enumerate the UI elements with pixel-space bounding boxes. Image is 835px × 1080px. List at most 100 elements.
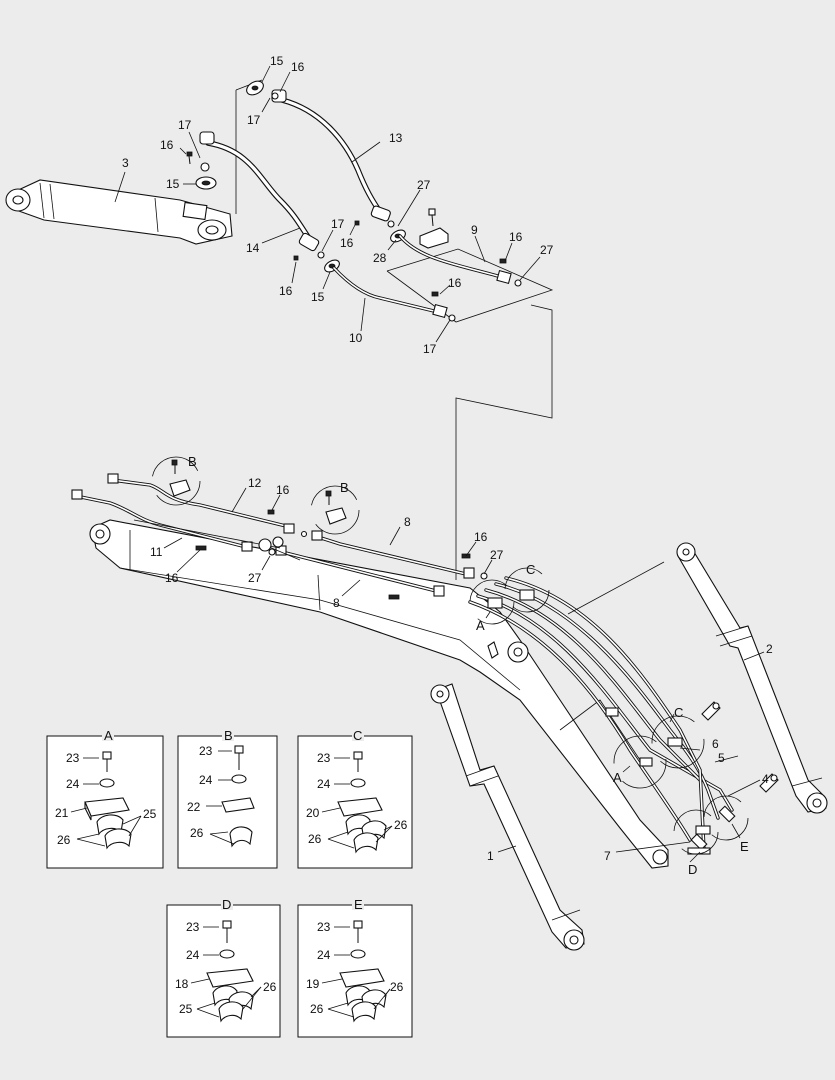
o-ring-17 (271, 92, 279, 100)
callout-10: 10 (349, 331, 363, 345)
clamp-b1 (169, 479, 191, 497)
callout-9: 9 (471, 223, 478, 237)
hose-14 (199, 131, 320, 252)
callout-16: 16 (279, 284, 293, 298)
detail-title: C (353, 728, 362, 743)
detail-title: B (224, 728, 233, 743)
ref-B: B (340, 480, 349, 495)
bolt-16 (186, 151, 507, 297)
detail-b-washer: 24 (199, 773, 213, 787)
callout-17: 17 (247, 113, 261, 127)
callout-13: 13 (389, 131, 403, 145)
detail-c-washer: 24 (317, 777, 331, 791)
callout-11: 11 (150, 545, 163, 559)
callout-15: 15 (270, 54, 284, 68)
flange-15-top (246, 80, 264, 96)
callout-6: 6 (712, 737, 719, 751)
callout-2: 2 (766, 642, 773, 656)
detail-d-halves-right: 26 (263, 980, 277, 994)
detail-circles (151, 456, 749, 855)
detail-a-clamp: 21 (55, 806, 69, 820)
callout-27: 27 (248, 571, 262, 585)
pipe-9 (398, 227, 512, 285)
ref-D: D (688, 862, 697, 877)
detail-b-halves-left: 26 (190, 826, 204, 840)
callout-15: 15 (166, 177, 180, 191)
detail-c-halves-left: 26 (308, 832, 322, 846)
clamp-b2 (325, 507, 347, 525)
detail-box-c: C 23 24 20 26 26 (297, 728, 413, 869)
detail-box-d: D 23 24 18 25 26 (166, 897, 281, 1038)
hose-13 (271, 89, 391, 222)
callout-16: 16 (474, 530, 488, 544)
o-ring-27-b (514, 279, 522, 287)
callout-5: 5 (718, 751, 725, 765)
boom-pipes-4-5-6-7 (468, 576, 736, 855)
assembly-frame-upper (386, 248, 554, 323)
callout-16: 16 (276, 483, 290, 497)
callout-7: 7 (604, 849, 611, 863)
detail-b-clamp: 22 (187, 800, 201, 814)
detail-e-halves-right: 26 (390, 980, 404, 994)
detail-e-screw: 23 (317, 920, 331, 934)
callout-3: 3 (122, 156, 129, 170)
detail-title: E (354, 897, 363, 912)
callout-8: 8 (333, 596, 340, 610)
detail-a-halves-left: 26 (57, 833, 71, 847)
callout-8: 8 (404, 515, 411, 529)
detail-box-e: E 23 24 19 26 26 (297, 897, 413, 1038)
o-ring-17-c (317, 251, 325, 259)
detail-c-halves-right: 26 (394, 818, 408, 832)
ref-A: A (613, 770, 622, 785)
detail-b-screw: 23 (199, 744, 213, 758)
flange-15-mid (195, 176, 217, 190)
callout-14: 14 (246, 241, 260, 255)
detail-d-washer: 24 (186, 948, 200, 962)
callout-1: 1 (487, 849, 494, 863)
callout-15: 15 (311, 290, 325, 304)
callout-16: 16 (340, 236, 354, 250)
boom-cylinder-3 (5, 179, 233, 245)
detail-title: D (222, 897, 231, 912)
pipe-10 (332, 266, 448, 319)
callout-17: 17 (178, 118, 192, 132)
ref-C: C (526, 562, 535, 577)
leaders-top (114, 65, 541, 343)
ref-B: B (188, 454, 197, 469)
callout-16: 16 (291, 60, 305, 74)
detail-e-clamp: 19 (306, 977, 320, 991)
callout-27: 27 (540, 243, 554, 257)
detail-e-washer: 24 (317, 948, 331, 962)
pipe-12 (107, 473, 292, 529)
ref-A: A (476, 618, 485, 633)
callout-16: 16 (160, 138, 174, 152)
detail-d-screw: 23 (186, 920, 200, 934)
detail-c-screw: 23 (317, 751, 331, 765)
detail-a-washer: 24 (66, 777, 80, 791)
detail-box-a: A 23 24 21 26 25 (46, 728, 164, 869)
detail-box-b: B 23 24 22 26 (177, 728, 278, 869)
detail-d-halves-left: 25 (179, 1002, 193, 1016)
callout-27: 27 (417, 178, 431, 192)
callout-16: 16 (509, 230, 523, 244)
callout-4: 4 (762, 772, 769, 786)
detail-a-screw: 23 (66, 751, 80, 765)
callout-12: 12 (248, 476, 262, 490)
leaders-boom (163, 487, 765, 863)
callout-16: 16 (448, 276, 462, 290)
callout-17: 17 (331, 217, 345, 231)
callout-17: 17 (423, 342, 437, 356)
detail-c-clamp: 20 (306, 806, 320, 820)
callout-16: 16 (165, 571, 179, 585)
o-ring-17-b (200, 162, 210, 172)
detail-title: A (104, 728, 113, 743)
bucket-cylinder-1 (430, 683, 585, 951)
callout-28: 28 (373, 251, 387, 265)
o-ring-27 (387, 220, 395, 228)
ref-C: C (674, 705, 683, 720)
link-line-to-boom (455, 304, 553, 580)
detail-a-halves-right: 25 (143, 807, 157, 821)
ref-E: E (740, 839, 749, 854)
detail-e-halves-left: 26 (310, 1002, 324, 1016)
